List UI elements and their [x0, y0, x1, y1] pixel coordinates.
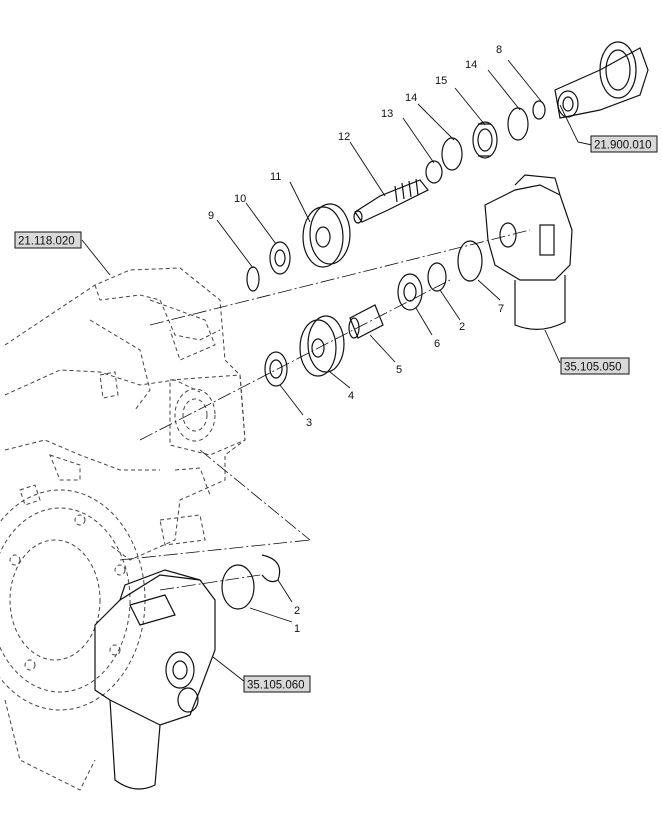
leader-lines	[81, 59, 593, 683]
callout-2-lower: 2	[294, 605, 300, 617]
shaft-12	[353, 178, 429, 224]
callout-13: 13	[381, 108, 393, 120]
washer-9	[246, 266, 260, 292]
snap-ring-2-upper	[427, 262, 447, 292]
reference-label: 21.118.020	[18, 236, 75, 248]
callout-7: 7	[498, 303, 504, 315]
callout-2-upper: 2	[459, 321, 465, 333]
snap-ring-2-lower	[261, 554, 281, 583]
gear-4	[299, 315, 345, 377]
callout-6: 6	[434, 338, 440, 350]
callout-5: 5	[396, 364, 402, 376]
snap-ring-14-upper	[507, 107, 529, 141]
transmission-housing	[0, 267, 246, 791]
callout-9: 9	[208, 210, 214, 222]
input-shaft-gear-assembly	[554, 41, 649, 119]
callout-3: 3	[306, 417, 312, 429]
bearing-10	[269, 241, 291, 275]
bearing-3	[264, 351, 288, 387]
reference-label: 35.105.060	[247, 680, 305, 692]
reference-label: 21.900.010	[594, 140, 652, 152]
callout-10: 10	[234, 193, 246, 205]
ring-13	[425, 160, 443, 184]
bearing-6	[397, 273, 423, 311]
reference-21-118-020[interactable]: 21.118.020	[14, 231, 82, 249]
callout-numbers: 8 14 15 14 13 12 11 10 9 7 2 6 5 4 3 2 1	[208, 44, 504, 635]
bearing-15	[472, 121, 498, 159]
callout-1: 1	[294, 623, 300, 635]
sleeve-5	[348, 304, 384, 339]
reference-label: 35.105.050	[564, 362, 622, 374]
callout-15: 15	[435, 75, 447, 87]
callout-11: 11	[270, 171, 281, 183]
reference-35-105-060[interactable]: 35.105.060	[243, 675, 311, 693]
callout-4: 4	[348, 390, 354, 402]
callout-14-upper: 14	[465, 59, 477, 71]
callout-12: 12	[338, 131, 350, 143]
reference-21-900-010[interactable]: 21.900.010	[590, 135, 658, 153]
o-ring-1	[221, 564, 255, 610]
snap-ring-8	[532, 100, 546, 120]
assembly-axis-lines	[119, 229, 531, 591]
o-ring-7	[457, 240, 483, 282]
callout-14-lower: 14	[405, 92, 417, 104]
callout-8: 8	[496, 44, 502, 56]
hydraulic-pump-upper	[484, 174, 573, 330]
hydraulic-pump-lower	[94, 569, 216, 790]
snap-ring-14-lower	[441, 137, 463, 171]
reference-35-105-050[interactable]: 35.105.050	[560, 357, 630, 375]
gear-11	[302, 203, 351, 268]
